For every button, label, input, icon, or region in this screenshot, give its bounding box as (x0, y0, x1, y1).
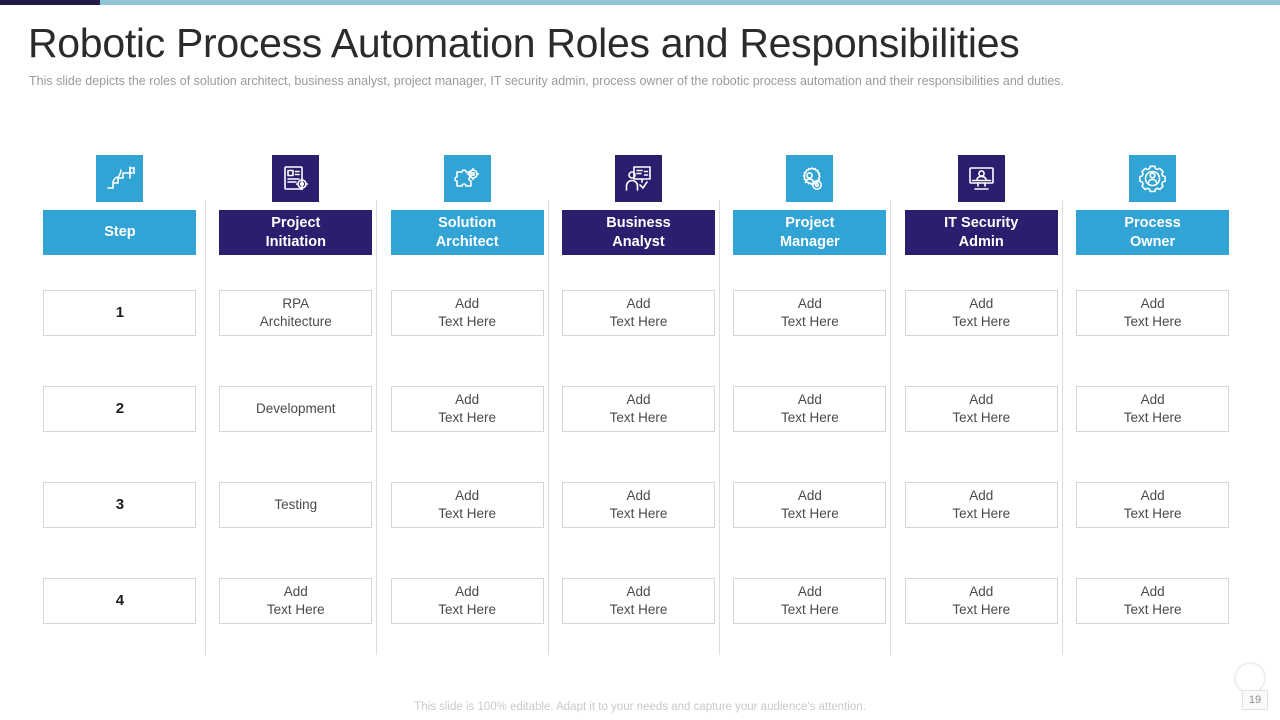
page-title: Robotic Process Automation Roles and Res… (28, 20, 1020, 66)
table-cell[interactable]: Development (219, 386, 373, 432)
step-number-cell[interactable]: 2 (43, 386, 197, 432)
monitor-person-icon (957, 155, 1005, 202)
page-number-badge: 19 (1242, 690, 1268, 710)
step-number-cell[interactable]: 3 (43, 482, 197, 528)
gear-user-icon-glyph (1139, 165, 1166, 193)
top-accent-dark-segment (0, 0, 100, 5)
page-subtitle: This slide depicts the roles of solution… (29, 74, 1065, 89)
top-accent-light-segment (100, 0, 1280, 5)
gear-person-icon-glyph (803, 167, 823, 190)
column-header-label: Step (43, 210, 197, 255)
table-cell[interactable]: Testing (219, 482, 373, 528)
gear-person-icon (786, 155, 834, 202)
gear-user-icon (1129, 155, 1177, 202)
footer-note: This slide is 100% editable. Adapt it to… (414, 701, 866, 713)
steps-flag-icon (96, 155, 144, 202)
step-number-cell[interactable]: 4 (43, 578, 197, 624)
top-accent-bar (0, 0, 1280, 5)
monitor-person-icon-glyph (968, 167, 994, 190)
table-column-step: Step 1 2 3 4 (40, 155, 200, 655)
step-number-cell[interactable]: 1 (43, 290, 197, 336)
slide-header: Robotic Process Automation Roles and Res… (0, 5, 1280, 89)
table-column-it security-admin: IT SecurityAdminAddText HereAddText Here… (890, 155, 1065, 655)
presentation-person-icon-glyph (625, 166, 651, 191)
document-gear-icon-glyph (284, 166, 309, 191)
puzzle-gear-icon-glyph (453, 167, 479, 187)
column-cells: 1 2 3 4 (40, 290, 200, 624)
document-gear-icon (272, 155, 320, 202)
puzzle-gear-icon (443, 155, 491, 202)
presentation-person-icon (615, 155, 662, 202)
steps-flag-icon-glyph (107, 166, 136, 189)
